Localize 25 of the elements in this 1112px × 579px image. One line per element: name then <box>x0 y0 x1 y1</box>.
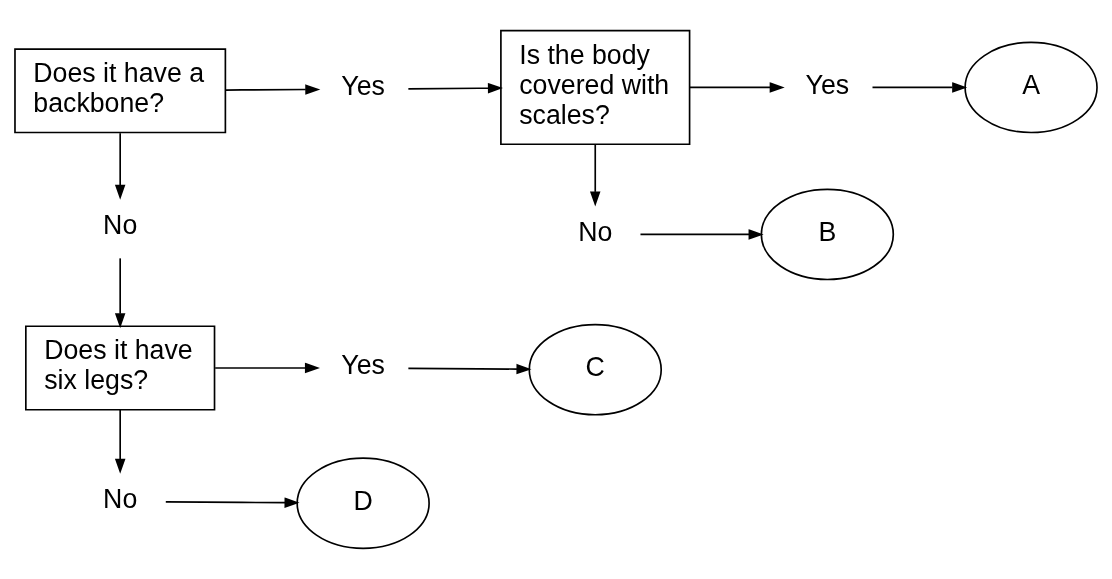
arrow <box>407 363 532 375</box>
node-ellipse: B <box>760 188 895 281</box>
node-text: No <box>103 483 138 514</box>
node-text: Yes <box>341 71 385 102</box>
arrow <box>114 257 126 329</box>
node-box: Does it have six legs? <box>25 325 216 411</box>
arrow <box>114 132 126 200</box>
arrow <box>224 84 321 95</box>
arrow <box>871 82 968 93</box>
arrow <box>214 362 320 374</box>
node-box: Is the body covered with scales? <box>500 29 691 146</box>
arrow <box>639 229 764 240</box>
node-text: Yes <box>805 69 850 100</box>
node-ellipse: D <box>296 457 430 550</box>
node-text: No <box>103 210 138 241</box>
arrow <box>114 409 126 474</box>
node-ellipse: C <box>528 323 663 416</box>
arrow <box>164 497 300 508</box>
node-box: Does it have a backbone? <box>14 48 227 134</box>
node-text: No <box>578 216 613 247</box>
arrow <box>589 143 601 207</box>
arrow <box>407 82 503 94</box>
arrow <box>689 82 785 93</box>
node-text: Yes <box>341 350 385 381</box>
node-ellipse: A <box>964 41 1098 134</box>
